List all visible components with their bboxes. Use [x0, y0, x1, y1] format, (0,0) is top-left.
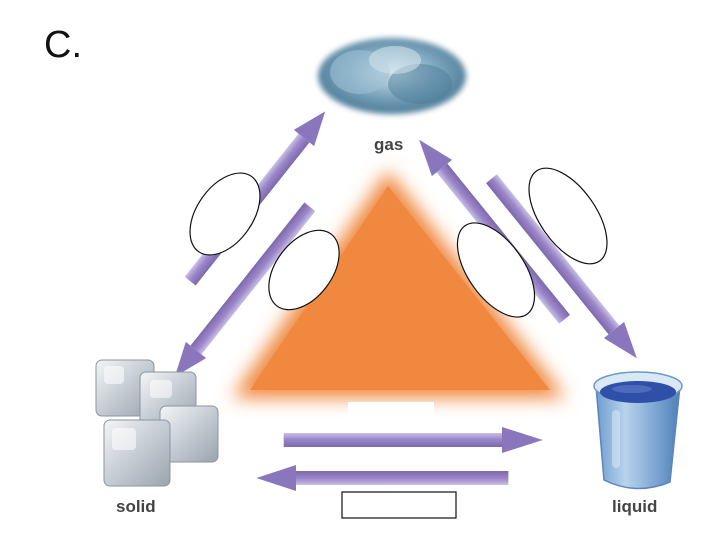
liquid-label: liquid [612, 497, 657, 516]
solid-label: solid [116, 497, 156, 516]
arrow-solid-to-liquid [283, 427, 543, 453]
solid-ice-cubes-image [95, 359, 219, 487]
blank-ellipse-right-outer[interactable] [514, 155, 623, 277]
liquid-beaker-image [593, 371, 683, 490]
slide-label: C. [44, 24, 82, 66]
blank-box-top[interactable] [348, 402, 434, 424]
gas-cloud-image [318, 38, 466, 114]
gas-label: gas [374, 135, 403, 154]
blank-ellipse-left-outer[interactable] [176, 160, 275, 267]
blank-ellipse-left-inner[interactable] [255, 217, 354, 323]
arrow-liquid-to-solid [256, 465, 509, 491]
blank-ellipse-right-inner[interactable] [442, 210, 550, 331]
blank-box-bottom[interactable] [341, 491, 457, 519]
